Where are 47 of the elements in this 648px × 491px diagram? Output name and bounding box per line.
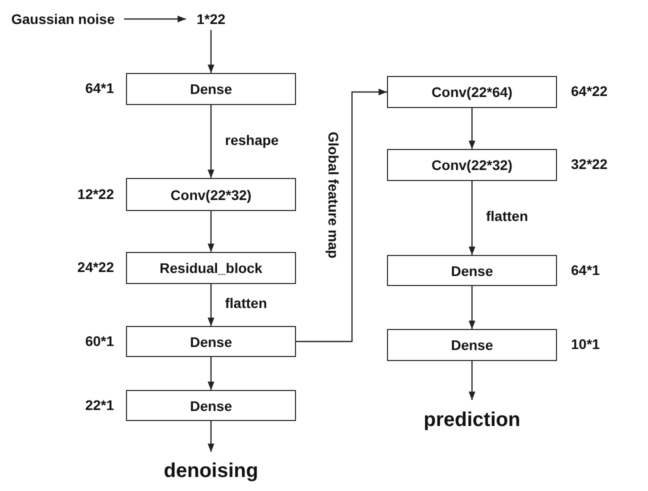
layer-box	[126, 178, 296, 211]
layer-name: Dense	[190, 398, 232, 414]
input-label: Gaussian noise	[11, 11, 115, 27]
output-label: prediction	[424, 408, 520, 432]
arrow	[124, 16, 186, 22]
output-label: denoising	[164, 460, 258, 482]
layer-name: Conv(22*64)	[432, 84, 512, 100]
arrow	[208, 105, 214, 178]
layer-box	[126, 73, 296, 105]
input-label: 1*22	[196, 11, 226, 27]
shape-label: 64*22	[571, 83, 608, 99]
edge-label: reshape	[223, 132, 281, 148]
layer-box	[387, 76, 557, 108]
shape-label: 32*22	[571, 156, 608, 172]
arrow	[468, 286, 476, 329]
layer-name: Conv(22*32)	[170, 186, 252, 202]
layer-name: Dense	[190, 81, 232, 97]
shape-label: 60*1	[85, 332, 114, 348]
arrow	[468, 108, 476, 149]
layer-box	[387, 329, 557, 361]
shape-label: 24*22	[77, 259, 114, 275]
edge-label: flatten	[484, 208, 530, 224]
layer-box	[126, 326, 296, 357]
edge-label: Global feature map	[324, 130, 341, 260]
shape-label: 10*1	[571, 336, 600, 352]
shape-label: 64*1	[85, 80, 114, 96]
layer-box	[126, 390, 296, 421]
arrow	[208, 357, 214, 390]
shape-label: 22*1	[85, 396, 114, 412]
arrow	[468, 361, 476, 400]
arrow	[296, 88, 387, 342]
arrow	[208, 30, 214, 73]
shape-label: 64*1	[571, 262, 600, 278]
layer-name: Dense	[450, 337, 494, 353]
layer-name: Dense	[450, 262, 494, 278]
layer-name: Conv(22*32)	[432, 157, 512, 173]
edge-label: flatten	[223, 295, 269, 311]
layer-box	[387, 255, 557, 286]
layer-name: Dense	[190, 334, 232, 350]
layer-name: Residual_block	[160, 260, 262, 276]
shape-label: 12*22	[77, 186, 114, 202]
arrow	[208, 421, 214, 452]
arrow	[468, 181, 476, 255]
arrow	[208, 211, 214, 252]
arrow	[208, 284, 214, 326]
layer-box	[126, 252, 296, 284]
layer-box	[387, 149, 557, 181]
